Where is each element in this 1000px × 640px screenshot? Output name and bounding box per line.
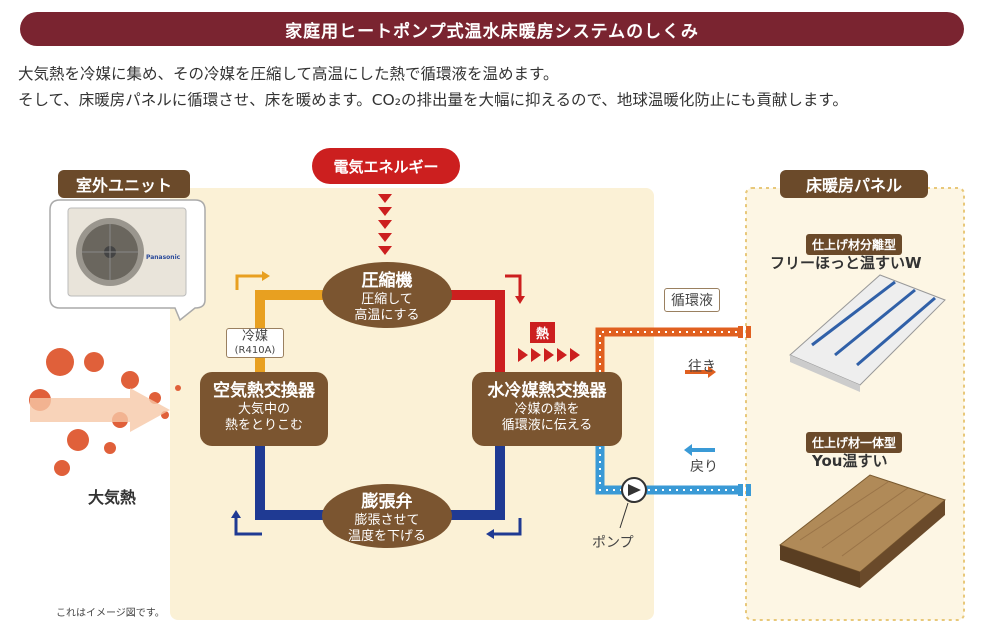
expansion-title: 膨張弁: [361, 492, 413, 512]
water-hx-desc-2: 循環液に伝える: [501, 418, 593, 433]
expansion-valve-node: 膨張弁 膨張させて 温度を下げる: [322, 484, 452, 548]
product2-image: [778, 474, 947, 588]
image-note: これはイメージ図です。: [56, 608, 165, 619]
refrigerant-label: 冷媒 (R410A): [226, 328, 284, 358]
product1-tag: 仕上げ材分離型: [806, 234, 903, 255]
flow-arrow-top-right: [505, 274, 522, 296]
atmospheric-heat-label: 大気熱: [88, 488, 137, 507]
refrigerant-hot-line: [440, 290, 505, 380]
electric-energy-label: 電気エネルギー: [312, 148, 460, 184]
atmospheric-heat-arrow: [30, 388, 170, 432]
flow-arrow-top-left: [235, 274, 262, 290]
flow-arrow-bottom-left: [234, 518, 262, 536]
heat-label: 熱: [530, 322, 556, 343]
pump-label: ポンプ: [592, 535, 634, 551]
heat-arrows: [518, 348, 580, 362]
compressor-desc-2: 高温にする: [354, 308, 420, 323]
product2-tag: 仕上げ材一体型: [806, 432, 903, 453]
pump-icon: [619, 477, 647, 529]
air-heat-exchanger-node: 空気熱交換器 大気中の 熱をとりこむ: [200, 372, 328, 446]
refrigerant-cold-line-right: [440, 440, 505, 520]
air-hx-desc-2: 熱をとりこむ: [224, 418, 303, 433]
compressor-node: 圧縮機 圧縮して 高温にする: [322, 262, 452, 328]
intro-line-2: そして、床暖房パネルに循環させ、床を暖めます。CO₂の排出量を大幅に抑えるので、…: [18, 91, 848, 109]
return-label: 戻り: [690, 459, 718, 475]
water-hx-desc-1: 冷媒の熱を: [514, 402, 580, 417]
page-title-banner: 家庭用ヒートポンプ式温水床暖房システムのしくみ: [20, 12, 964, 46]
expansion-desc-1: 膨張させて: [354, 513, 420, 528]
expansion-desc-2: 温度を下げる: [347, 529, 426, 544]
floor-panel-tag: 床暖房パネル: [780, 170, 928, 198]
intro-line-1: 大気熱を冷媒に集め、その冷媒を圧縮して高温にした熱で循環液を温めます。: [18, 65, 559, 83]
outdoor-unit-image: [67, 207, 187, 297]
circulating-liquid-label: 循環液: [664, 288, 720, 312]
outgoing-label: 往き: [688, 359, 716, 375]
page-title: 家庭用ヒートポンプ式温水床暖房システムのしくみ: [285, 21, 699, 42]
electric-arrows: [378, 194, 392, 255]
product1-name: フリーほっと温すいW: [770, 254, 922, 272]
outdoor-unit-tag: 室外ユニット: [58, 170, 190, 198]
water-heat-exchanger-node: 水冷媒熱交換器 冷媒の熱を 循環液に伝える: [472, 372, 622, 446]
compressor-title: 圧縮機: [361, 271, 413, 291]
water-hx-title: 水冷媒熱交換器: [487, 381, 607, 401]
product1-image: [789, 274, 946, 392]
air-hx-title: 空気熱交換器: [213, 381, 315, 401]
product2-name: You温すい: [812, 452, 888, 470]
refrigerant-cold-line-left: [255, 440, 335, 520]
unit-brand-logo: Panasonic: [146, 254, 181, 261]
air-hx-desc-1: 大気中の: [237, 402, 290, 417]
flow-arrow-bottom-right: [494, 518, 522, 536]
compressor-desc-1: 圧縮して: [361, 292, 413, 307]
